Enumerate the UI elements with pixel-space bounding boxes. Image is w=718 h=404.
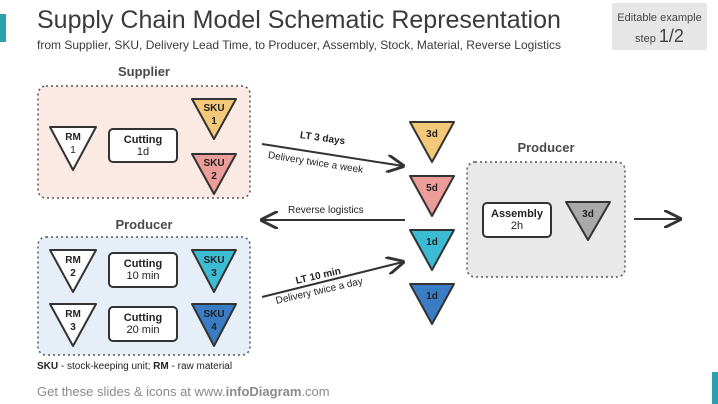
sku4-label: SKU 4	[194, 308, 234, 334]
legend-sku-text: - stock-keeping unit;	[58, 361, 154, 372]
arrow-right-icon	[261, 143, 403, 166]
rm2-name: RM	[65, 255, 81, 266]
sku2-triangle-icon	[191, 153, 237, 195]
assembly-box: Assembly 2h	[482, 202, 552, 238]
stock-1d-b-label: 1d	[426, 291, 438, 302]
cutting-20min-name: Cutting	[123, 312, 163, 324]
footer-pre: Get these slides & icons at www.	[37, 384, 226, 399]
sku4-name: SKU	[203, 309, 225, 320]
stock-5d-label: 5d	[426, 183, 438, 194]
sku1-number: 1	[211, 116, 217, 127]
sku1-name: SKU	[203, 103, 225, 114]
rm3-triangle-icon	[49, 303, 97, 347]
accent-bar-right	[712, 372, 718, 404]
sku2-label: SKU 2	[194, 157, 234, 183]
rm3-name: RM	[65, 309, 81, 320]
stock-1d-b-triangle-icon	[409, 283, 455, 325]
supplier-label: Supplier	[117, 64, 170, 79]
producer-stock-label: 3d	[582, 209, 594, 220]
rm3-label: RM 3	[53, 308, 93, 334]
page-title: Supply Chain Model Schematic Representat…	[37, 6, 561, 34]
rm2-triangle-icon	[49, 249, 97, 293]
arrow-right-icon	[261, 262, 403, 298]
sku3-number: 3	[211, 268, 217, 279]
cutting-1d-time: 1d	[136, 146, 150, 158]
rm3-number: 3	[70, 322, 76, 333]
assembly-time: 2h	[510, 220, 524, 232]
editable-example-badge: Editable example step 1/2	[612, 3, 707, 50]
footer-brand: infoDiagram	[225, 384, 302, 399]
legend-rm-abbr: RM	[153, 361, 169, 372]
cutting-20min-time: 20 min	[126, 324, 160, 336]
stock-5d-triangle-icon	[409, 175, 455, 217]
rm1-name: RM	[65, 132, 81, 143]
badge-step: step 1/2	[612, 26, 707, 47]
cutting-1d-box: Cutting 1d	[108, 128, 178, 163]
rm1-number: 1	[70, 145, 76, 156]
sku1-label: SKU 1	[194, 102, 234, 128]
stock-1d-a-label: 1d	[426, 237, 438, 248]
sku4-triangle-icon	[191, 303, 237, 347]
sku2-name: SKU	[203, 158, 225, 169]
accent-bar-left	[0, 14, 6, 42]
sku1-triangle-icon	[191, 98, 237, 140]
badge-step-word: step	[635, 33, 656, 45]
reverse-logistics-label: Reverse logistics	[288, 205, 364, 216]
sku3-label: SKU 3	[194, 254, 234, 280]
page-subtitle: from Supplier, SKU, Delivery Lead Time, …	[37, 38, 561, 52]
legend-rm-text: - raw material	[168, 361, 233, 372]
cutting-10min-time: 10 min	[126, 270, 160, 282]
rm2-label: RM 2	[53, 254, 93, 280]
footer-post: .com	[301, 384, 330, 399]
cutting-10min-box: Cutting 10 min	[108, 252, 178, 288]
producer-left-label: Producer	[115, 217, 173, 232]
cutting-10min-name: Cutting	[123, 258, 163, 270]
rm1-triangle-icon	[49, 126, 97, 171]
legend-sku-abbr: SKU	[37, 361, 59, 372]
rm1-label: RM 1	[53, 131, 93, 157]
rm2-number: 2	[70, 268, 76, 279]
producer-left-group-bg	[37, 236, 251, 356]
producer-stock-triangle-icon	[565, 201, 611, 241]
stock-1d-a-triangle-icon	[409, 229, 455, 271]
sku3-name: SKU	[203, 255, 225, 266]
cutting-20min-box: Cutting 20 min	[108, 306, 178, 342]
badge-step-number: 1/2	[658, 26, 684, 46]
sku3-triangle-icon	[191, 249, 237, 293]
sku4-number: 4	[211, 322, 217, 333]
producer-right-label: Producer	[517, 140, 575, 155]
sku2-number: 2	[211, 171, 217, 182]
footer-credit: Get these slides & icons at www.infoDiag…	[37, 384, 330, 399]
cutting-1d-name: Cutting	[123, 134, 163, 146]
stock-3d-label: 3d	[426, 129, 438, 140]
stock-3d-triangle-icon	[409, 121, 455, 163]
legend: SKU - stock-keeping unit; RM - raw mater…	[37, 361, 232, 372]
assembly-name: Assembly	[491, 208, 543, 220]
badge-line1: Editable example	[617, 12, 702, 24]
